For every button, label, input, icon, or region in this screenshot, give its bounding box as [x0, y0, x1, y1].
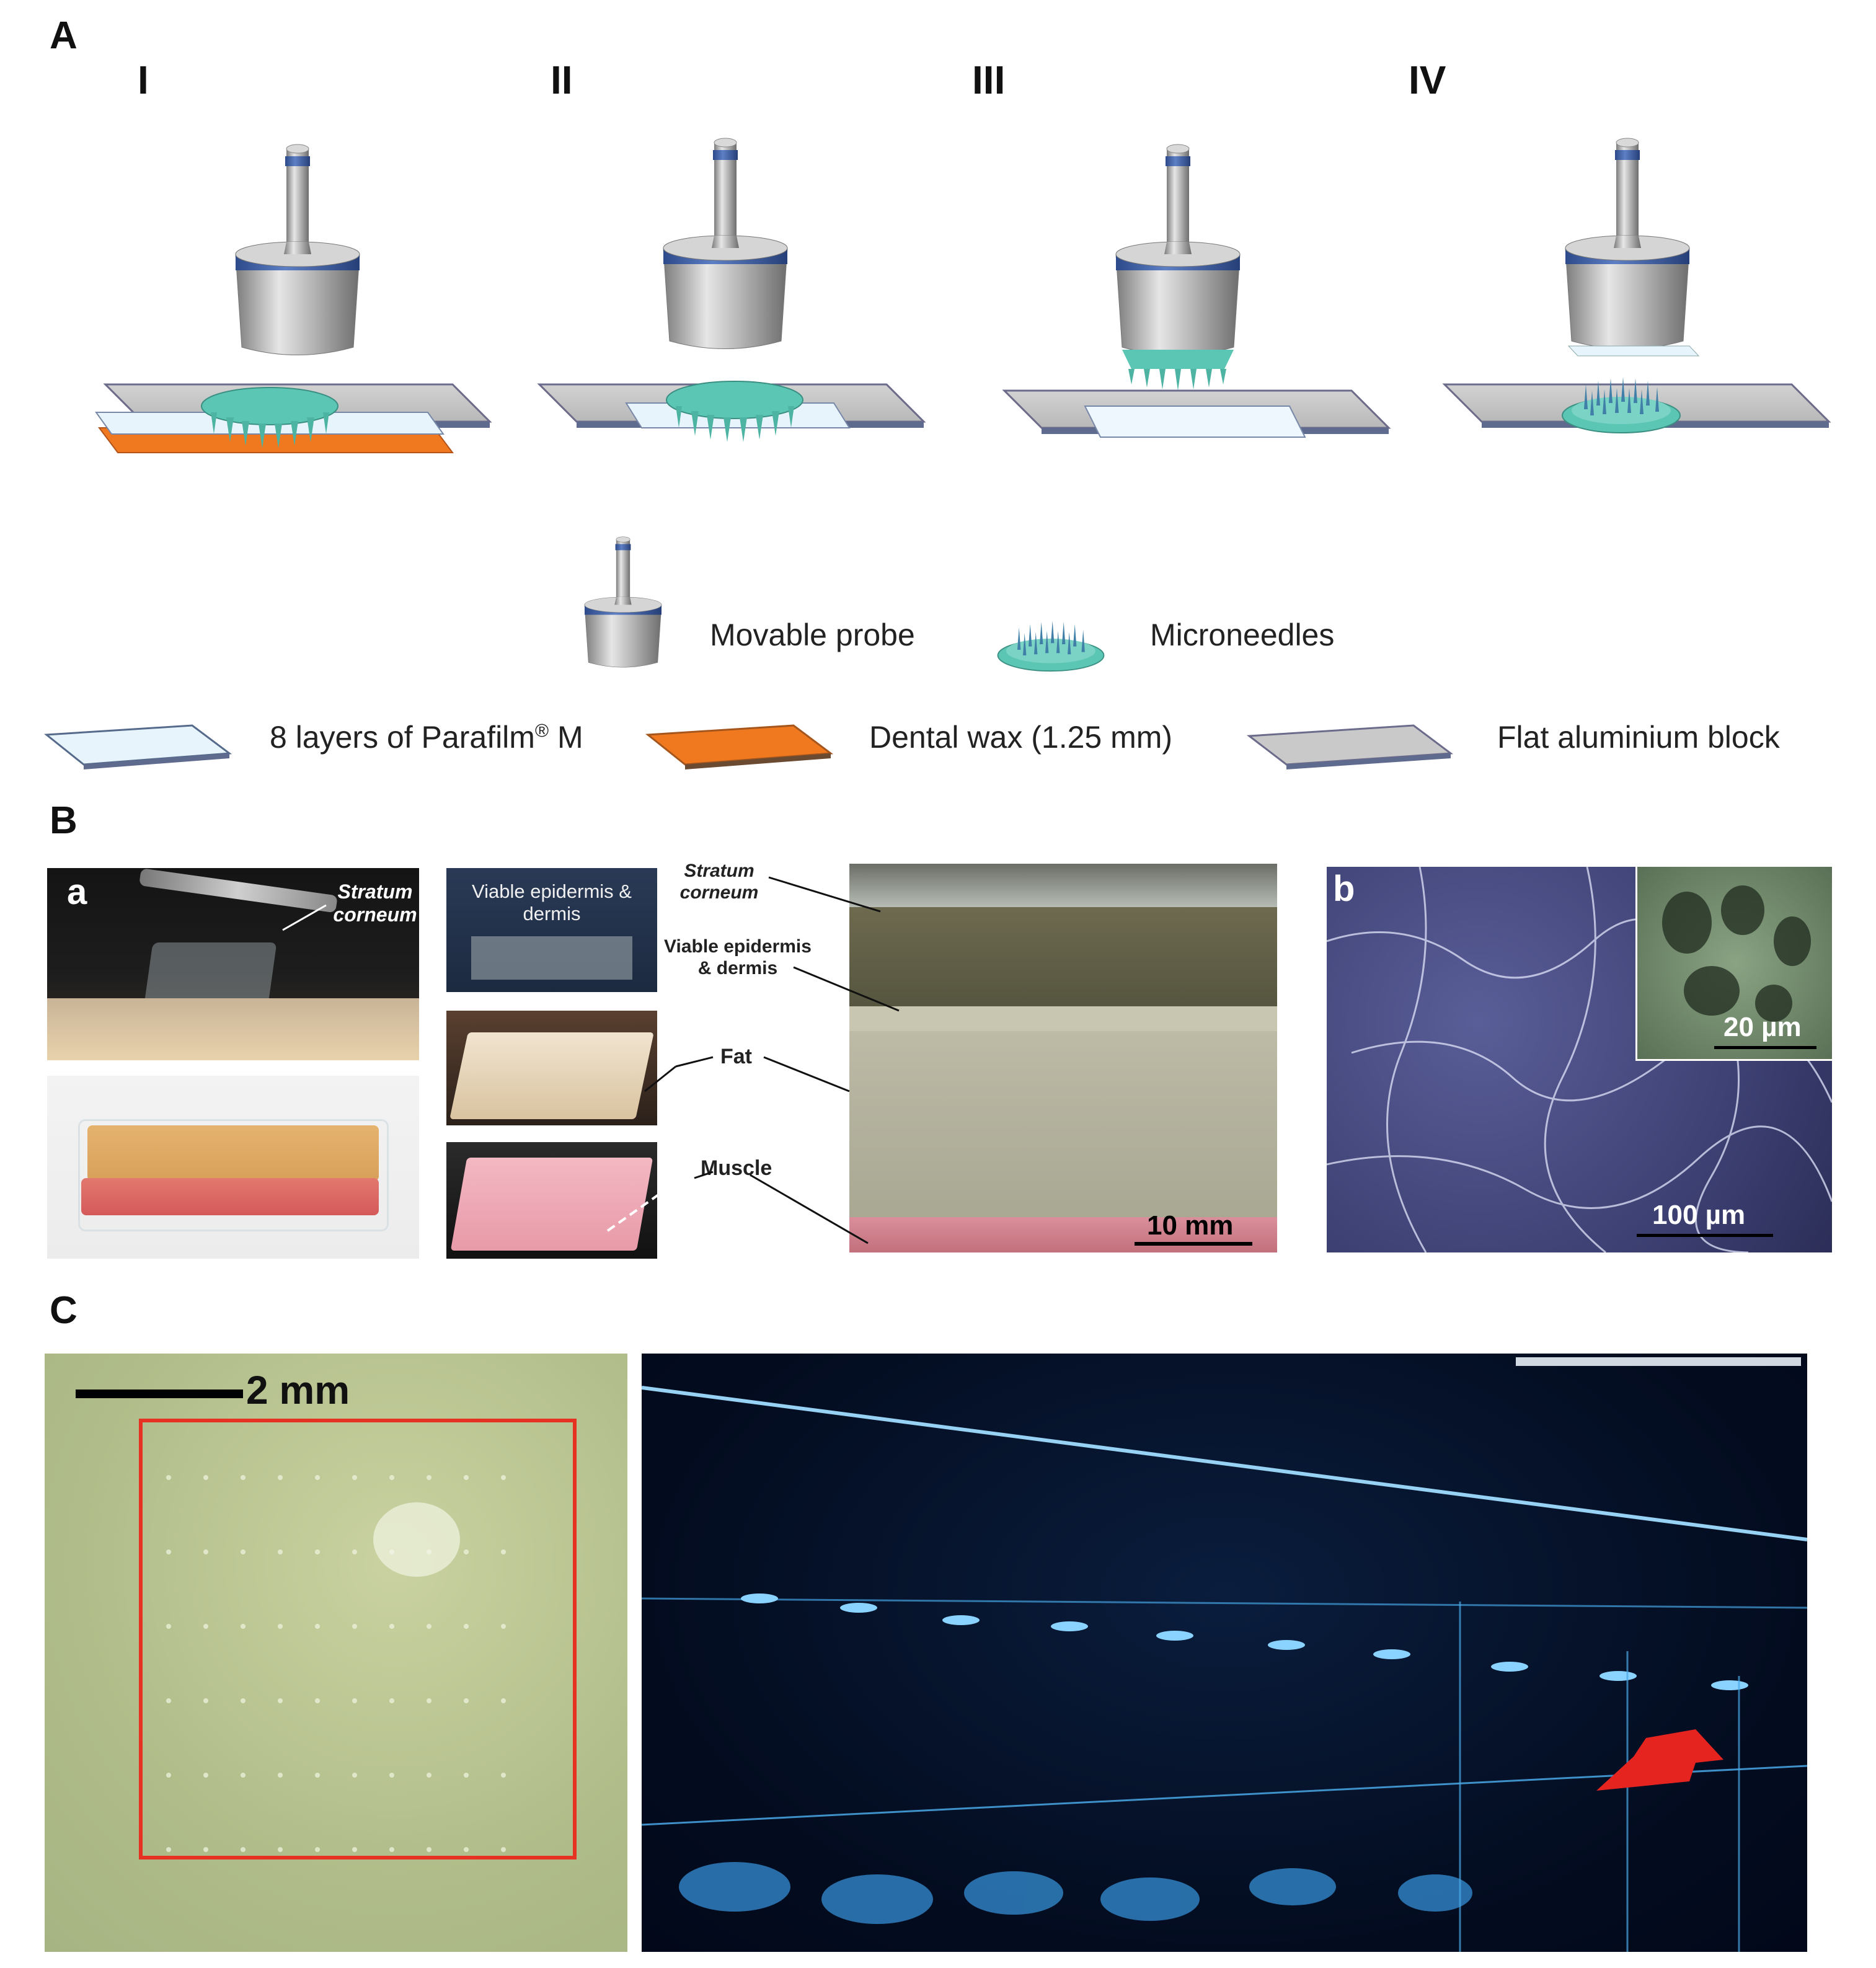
- microneedle-array-photo: 2 mm: [45, 1354, 627, 1952]
- scale-label-20um: 20 µm: [1723, 1012, 1802, 1042]
- scale-bar-100um: [1637, 1234, 1773, 1237]
- red-arrow-icon: [1596, 1729, 1723, 1791]
- skin-model-peel-photo: [47, 868, 419, 1060]
- scale-label-100um: 100 µm: [1652, 1200, 1746, 1230]
- legend-microneedles: Microneedles: [1150, 618, 1335, 652]
- label-fat: Fat: [720, 1045, 752, 1068]
- viable-epidermis-box-label: Viable epidermis & dermis: [472, 880, 632, 924]
- label-stratum-corneum-text: Stratum corneum: [679, 861, 759, 903]
- scale-bar-2mm: [76, 1390, 243, 1398]
- oct-surface-line: [642, 1386, 1807, 1541]
- panel-label-c: C: [50, 1289, 77, 1332]
- viable-epidermis-photo: [446, 868, 657, 992]
- label-viable-epidermis-text: Viable epidermis & dermis: [664, 936, 812, 978]
- dental-wax-swatch-icon: [645, 724, 834, 769]
- oct-top-ruler: [1516, 1357, 1801, 1366]
- needle-dot-grid: [139, 1419, 577, 1859]
- skin-model-side-photo: [47, 1076, 419, 1259]
- scale-bar-10mm: [1135, 1242, 1252, 1246]
- array-outline-box: [139, 1419, 577, 1859]
- step-label-iv: IV: [1409, 58, 1446, 102]
- sublabel-a: a: [67, 872, 87, 912]
- step-ii-setup: [538, 138, 925, 443]
- sem-inset-pores: [1662, 885, 1811, 1022]
- panel-label-b: B: [50, 799, 77, 842]
- insertion-steps-diagram: [95, 138, 1830, 453]
- sublabel-b: b: [1333, 869, 1355, 909]
- label-muscle: Muscle: [701, 1156, 772, 1180]
- sem-network-texture: [1327, 867, 1832, 1252]
- step-iii-setup: [1003, 144, 1390, 438]
- step-label-ii: II: [551, 58, 573, 102]
- step-iv-setup: [1443, 138, 1830, 433]
- legend-parafilm: 8 layers of Parafilm® M: [270, 719, 583, 755]
- fat-layer-photo: [446, 1011, 657, 1125]
- legend-parafilm-suffix: M: [549, 720, 583, 755]
- step-label-i: I: [138, 58, 149, 102]
- legend-movable-probe: Movable probe: [710, 618, 915, 652]
- sem-hydrogel-image: [1327, 867, 1832, 1252]
- stratum-pointer: [282, 904, 327, 931]
- scale-label-2mm: 2 mm: [246, 1368, 350, 1412]
- scale-bar-20um: [1714, 1046, 1816, 1049]
- sem-inset-image: [1635, 867, 1832, 1061]
- registered-mark: ®: [534, 720, 549, 742]
- step-label-iii: III: [972, 58, 1006, 102]
- stratum-corneum-small-label: Stratum corneum: [333, 880, 417, 926]
- panel-label-a: A: [50, 14, 77, 57]
- legend-dental-wax: Dental wax (1.25 mm): [869, 720, 1173, 755]
- skin-cross-section-photo: [849, 864, 1277, 1252]
- scale-label-10mm: 10 mm: [1147, 1210, 1234, 1241]
- aluminium-block-swatch-icon: [1246, 724, 1454, 769]
- parafilm-swatch-icon: [44, 724, 232, 769]
- legend-aluminium-block: Flat aluminium block: [1497, 720, 1780, 755]
- step-i-setup: [95, 144, 491, 453]
- oct-cross-section-image: [642, 1354, 1807, 1952]
- oct-features: [642, 1357, 1807, 1952]
- label-viable-epidermis: Viable epidermis & dermis: [663, 936, 812, 979]
- legend-parafilm-text: 8 layers of Parafilm: [270, 720, 535, 755]
- label-stratum-corneum: Stratum corneum: [673, 861, 766, 903]
- muscle-layer-photo: [446, 1142, 657, 1259]
